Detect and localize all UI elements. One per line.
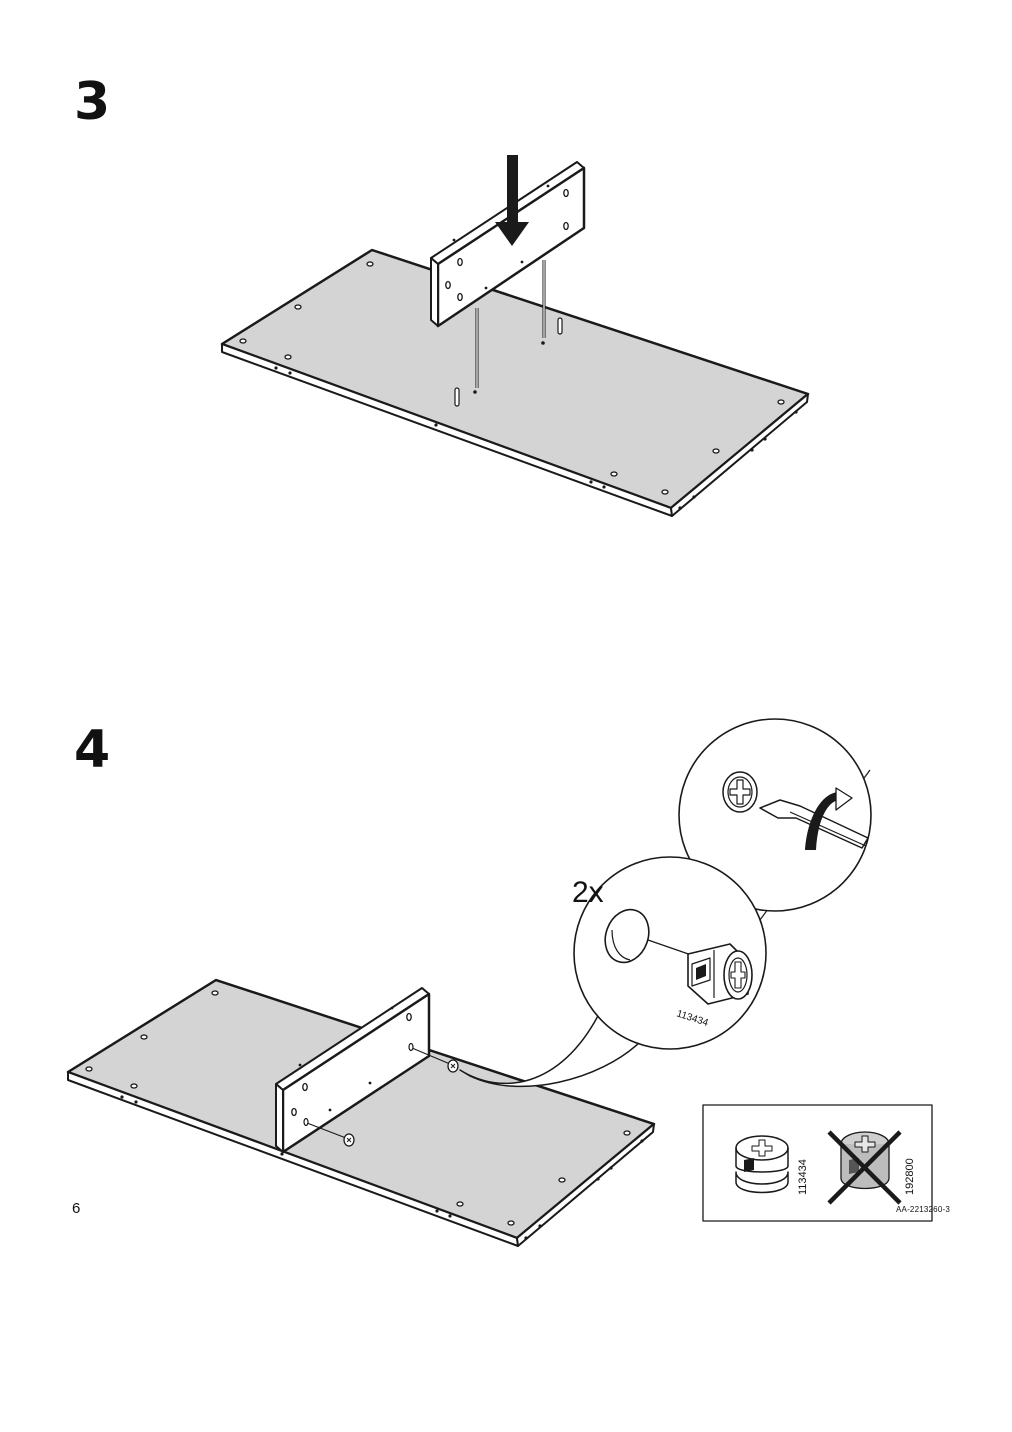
wrong-part-number: 192800: [904, 1158, 916, 1195]
part-comparison-box: 113434 192800: [702, 1104, 933, 1222]
wrong-cam-lock: [840, 1131, 890, 1190]
base-panel-edge-right: [670, 393, 809, 517]
down-arrow-icon: [495, 155, 529, 246]
document-code: AA-2213260-3: [896, 1205, 950, 1214]
dowel: [557, 317, 563, 335]
dowel: [454, 387, 460, 407]
divider-panel-side: [430, 257, 439, 327]
detail-circle-cam-lock: [573, 856, 767, 1050]
quantity-label: 2x: [572, 876, 604, 909]
divider-panel-side: [275, 1083, 284, 1153]
cam-lock: [447, 1059, 459, 1073]
step-3-number: 3: [74, 72, 111, 132]
prohibited-x-icon: [827, 1130, 902, 1205]
correct-part-number: 113434: [797, 1159, 809, 1195]
page-number: 6: [72, 1200, 81, 1217]
cam-lock: [343, 1133, 355, 1147]
rotate-clockwise-icon: [805, 791, 842, 850]
base-panel-edge-right: [516, 1123, 655, 1247]
step-4-illustration: 2x 113434: [66, 718, 933, 1247]
step-3-illustration: [220, 155, 810, 517]
correct-cam-lock: [735, 1135, 789, 1194]
step-4-number: 4: [74, 720, 111, 780]
detail-circle-screwdriver: [678, 718, 872, 912]
